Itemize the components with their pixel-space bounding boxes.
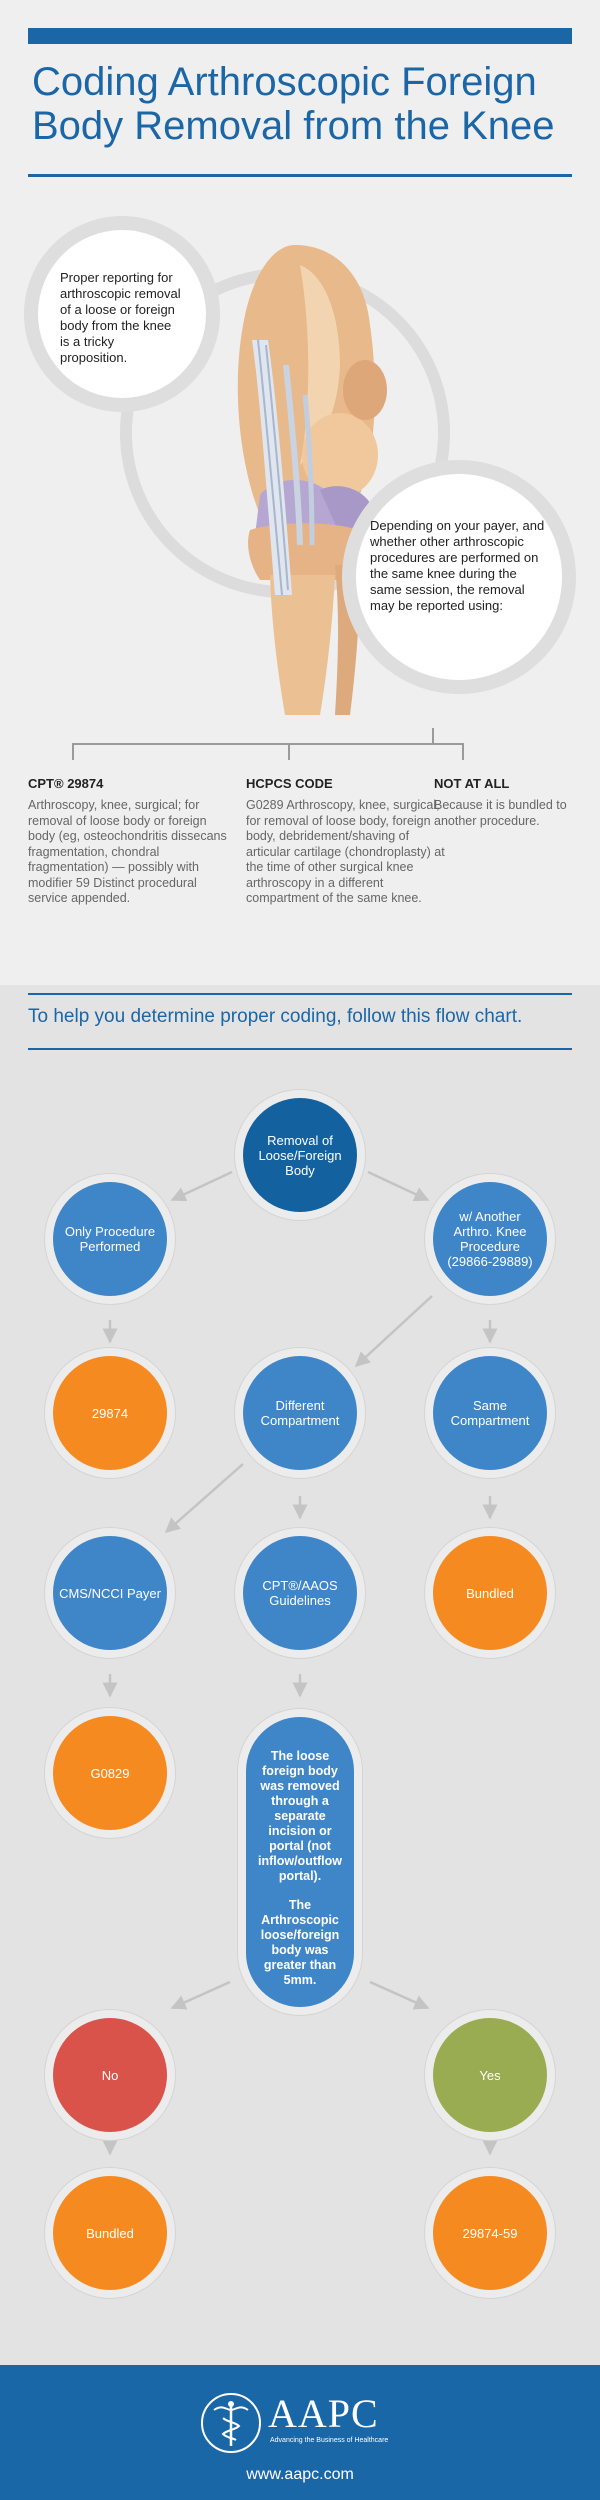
flow-node-no: No — [53, 2018, 167, 2132]
footer-section — [0, 2365, 600, 2500]
flow-node-cms-ncci: CMS/NCCI Payer — [53, 1536, 167, 1650]
flow-intro-text: To help you determine proper coding, fol… — [28, 1006, 523, 1027]
option-cpt-body: Arthroscopy, knee, surgical; for removal… — [28, 798, 227, 905]
intro-circle-text: Proper reporting for arthroscopic remova… — [60, 270, 181, 365]
header-bar-bottom — [28, 174, 572, 177]
logo-text: AAPC — [268, 2391, 379, 2436]
aapc-logo: AAPC Advancing the Business of Healthcar… — [200, 2391, 400, 2453]
caduceus-icon — [201, 2393, 261, 2453]
option-cpt-heading: CPT® 29874 — [28, 776, 104, 791]
logo-tagline: Advancing the Business of Healthcare — [270, 2437, 389, 2444]
flow-node-condition: The loose foreign body was removed throu… — [246, 1717, 354, 2007]
option-not-at-all-body: Because it is bundled to another procedu… — [434, 798, 567, 828]
header-bar-top — [28, 28, 572, 44]
flow-node-yes: Yes — [433, 2018, 547, 2132]
knee-anatomy-illustration — [237, 245, 387, 715]
bracket-stem — [432, 728, 434, 744]
website-link[interactable]: www.aapc.com — [246, 2466, 354, 2483]
flow-node-another-procedure: w/ Another Arthro. Knee Procedure (29866… — [433, 1182, 547, 1296]
bracket-tick-1 — [72, 743, 74, 760]
depends-circle-text: Depending on your payer, and whether oth… — [370, 518, 545, 613]
bracket-tick-2 — [288, 743, 290, 760]
options-bracket — [72, 743, 464, 745]
flow-node-different-compartment: Different Compartment — [243, 1356, 357, 1470]
flow-bar-bottom — [28, 1048, 572, 1050]
flow-node-29874: 29874 — [53, 1356, 167, 1470]
flow-node-same-compartment: Same Compartment — [433, 1356, 547, 1470]
condition-size-5mm: The Arthroscopic loose/foreign body was … — [260, 1898, 340, 1987]
flow-node-cpt-aaos: CPT®/AAOS Guidelines — [243, 1536, 357, 1650]
condition-separate-incision: The loose foreign body was removed throu… — [257, 1749, 342, 1883]
flow-node-bundled-no: Bundled — [53, 2176, 167, 2290]
page-title: Coding Arthroscopic Foreign Body Removal… — [32, 60, 555, 148]
flow-node-only-procedure: Only Procedure Performed — [53, 1182, 167, 1296]
flow-node-g0829: G0829 — [53, 1716, 167, 1830]
depends-circle — [356, 474, 562, 680]
flow-node-bundled-same: Bundled — [433, 1536, 547, 1650]
option-hcpcs-body: G0289 Arthroscopy, knee, surgical, for r… — [246, 798, 445, 905]
option-hcpcs-heading: HCPCS CODE — [246, 776, 333, 791]
option-not-at-all-heading: NOT AT ALL — [434, 776, 510, 791]
flow-node-29874-59: 29874-59 — [433, 2176, 547, 2290]
bracket-tick-3 — [462, 743, 464, 760]
flow-bar-top — [28, 993, 572, 995]
intro-circle — [38, 230, 206, 398]
flow-node-root: Removal of Loose/Foreign Body — [243, 1098, 357, 1212]
